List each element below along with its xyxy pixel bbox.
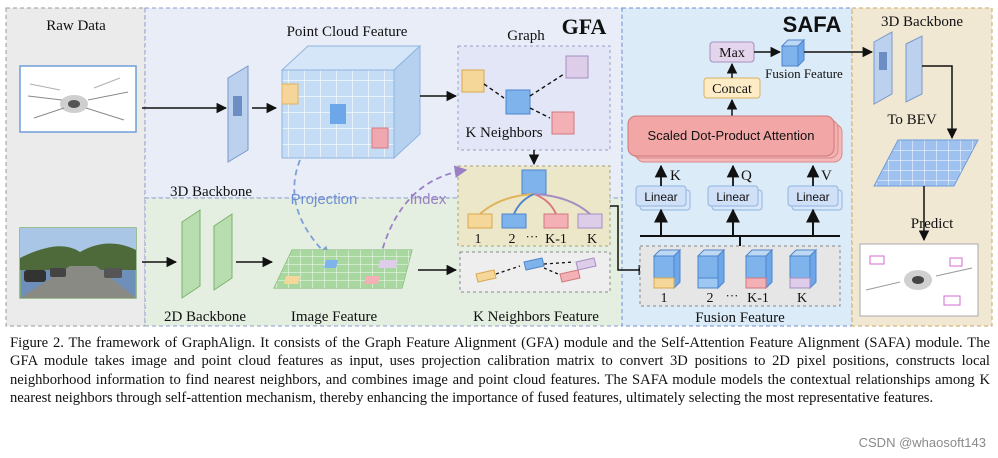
- k-neighbors-feature-label: K Neighbors Feature: [473, 309, 599, 325]
- image-feature-label: Image Feature: [291, 309, 378, 325]
- attention-box: [627, 115, 843, 163]
- attention-label: Scaled Dot-Product Attention: [648, 128, 815, 143]
- k-neighbors-feature-box: [459, 251, 611, 293]
- fusion-feature-small-cube: [780, 38, 806, 68]
- to-bev-label: To BEV: [887, 112, 937, 128]
- image-feature-plane: [273, 249, 413, 289]
- tree-label-k: K: [587, 232, 597, 247]
- prediction-image: [859, 243, 979, 317]
- tree-label-k1: K-1: [545, 232, 567, 247]
- k-letter: K: [670, 168, 681, 184]
- projection-arc: [293, 159, 331, 259]
- backbone-2d: [181, 209, 233, 299]
- backbone-3d-left: [227, 65, 249, 163]
- tree-label-dots: ···: [526, 229, 539, 244]
- index-label: Index: [410, 191, 447, 208]
- tree-label-1: 1: [475, 232, 482, 247]
- backbone-2d-label: 2D Backbone: [164, 309, 246, 325]
- v-letter: V: [821, 168, 832, 184]
- backbone-3d-left-label: 3D Backbone: [170, 184, 252, 200]
- safa-label: SAFA: [783, 12, 842, 37]
- tree-nodes: [467, 169, 603, 229]
- raw-data-label: Raw Data: [46, 18, 106, 34]
- bev-plane: [873, 139, 979, 187]
- fusion-label-dots: ···: [726, 288, 739, 303]
- projection-label: Projection: [291, 191, 358, 208]
- k-neighbors-feature-nodes: [475, 257, 597, 283]
- figure-caption: Figure 2. The framework of GraphAlign. I…: [10, 335, 990, 407]
- fusion-feature-cubes: [652, 248, 818, 290]
- camera-image: [19, 227, 137, 299]
- point-cloud-cube: [280, 44, 422, 160]
- linear-q-label: Linear: [716, 190, 749, 204]
- fusion-label-k1: K-1: [747, 291, 769, 306]
- fusion-feature-small-label: Fusion Feature: [765, 66, 843, 81]
- fusion-label-k: K: [797, 291, 807, 306]
- fusion-feature-label: Fusion Feature: [695, 310, 785, 326]
- backbone-3d-right: [873, 31, 923, 105]
- q-letter: Q: [741, 168, 752, 184]
- backbone-3d-right-label: 3D Backbone: [881, 14, 963, 30]
- framework-diagram: Raw Data 3D Backbone Point Cloud Feature: [5, 7, 993, 327]
- watermark: CSDN @whaosoft143: [858, 435, 986, 450]
- linear-q: [707, 185, 763, 211]
- linear-k: [635, 185, 691, 211]
- linear-k-label: Linear: [644, 190, 677, 204]
- linear-v-label: Linear: [796, 190, 829, 204]
- gfa-label: GFA: [562, 14, 607, 39]
- concat-label: Concat: [712, 82, 752, 97]
- graph-label: Graph: [507, 28, 545, 44]
- tree-label-2: 2: [509, 232, 516, 247]
- fusion-label-2: 2: [707, 291, 714, 306]
- max-label: Max: [719, 46, 745, 61]
- predict-label: Predict: [911, 216, 954, 232]
- point-cloud-feature-label: Point Cloud Feature: [287, 24, 408, 40]
- fusion-label-1: 1: [661, 291, 668, 306]
- graph-nodes: [461, 55, 589, 135]
- k-neighbors-label: K Neighbors: [465, 125, 542, 141]
- lidar-image: [19, 65, 137, 133]
